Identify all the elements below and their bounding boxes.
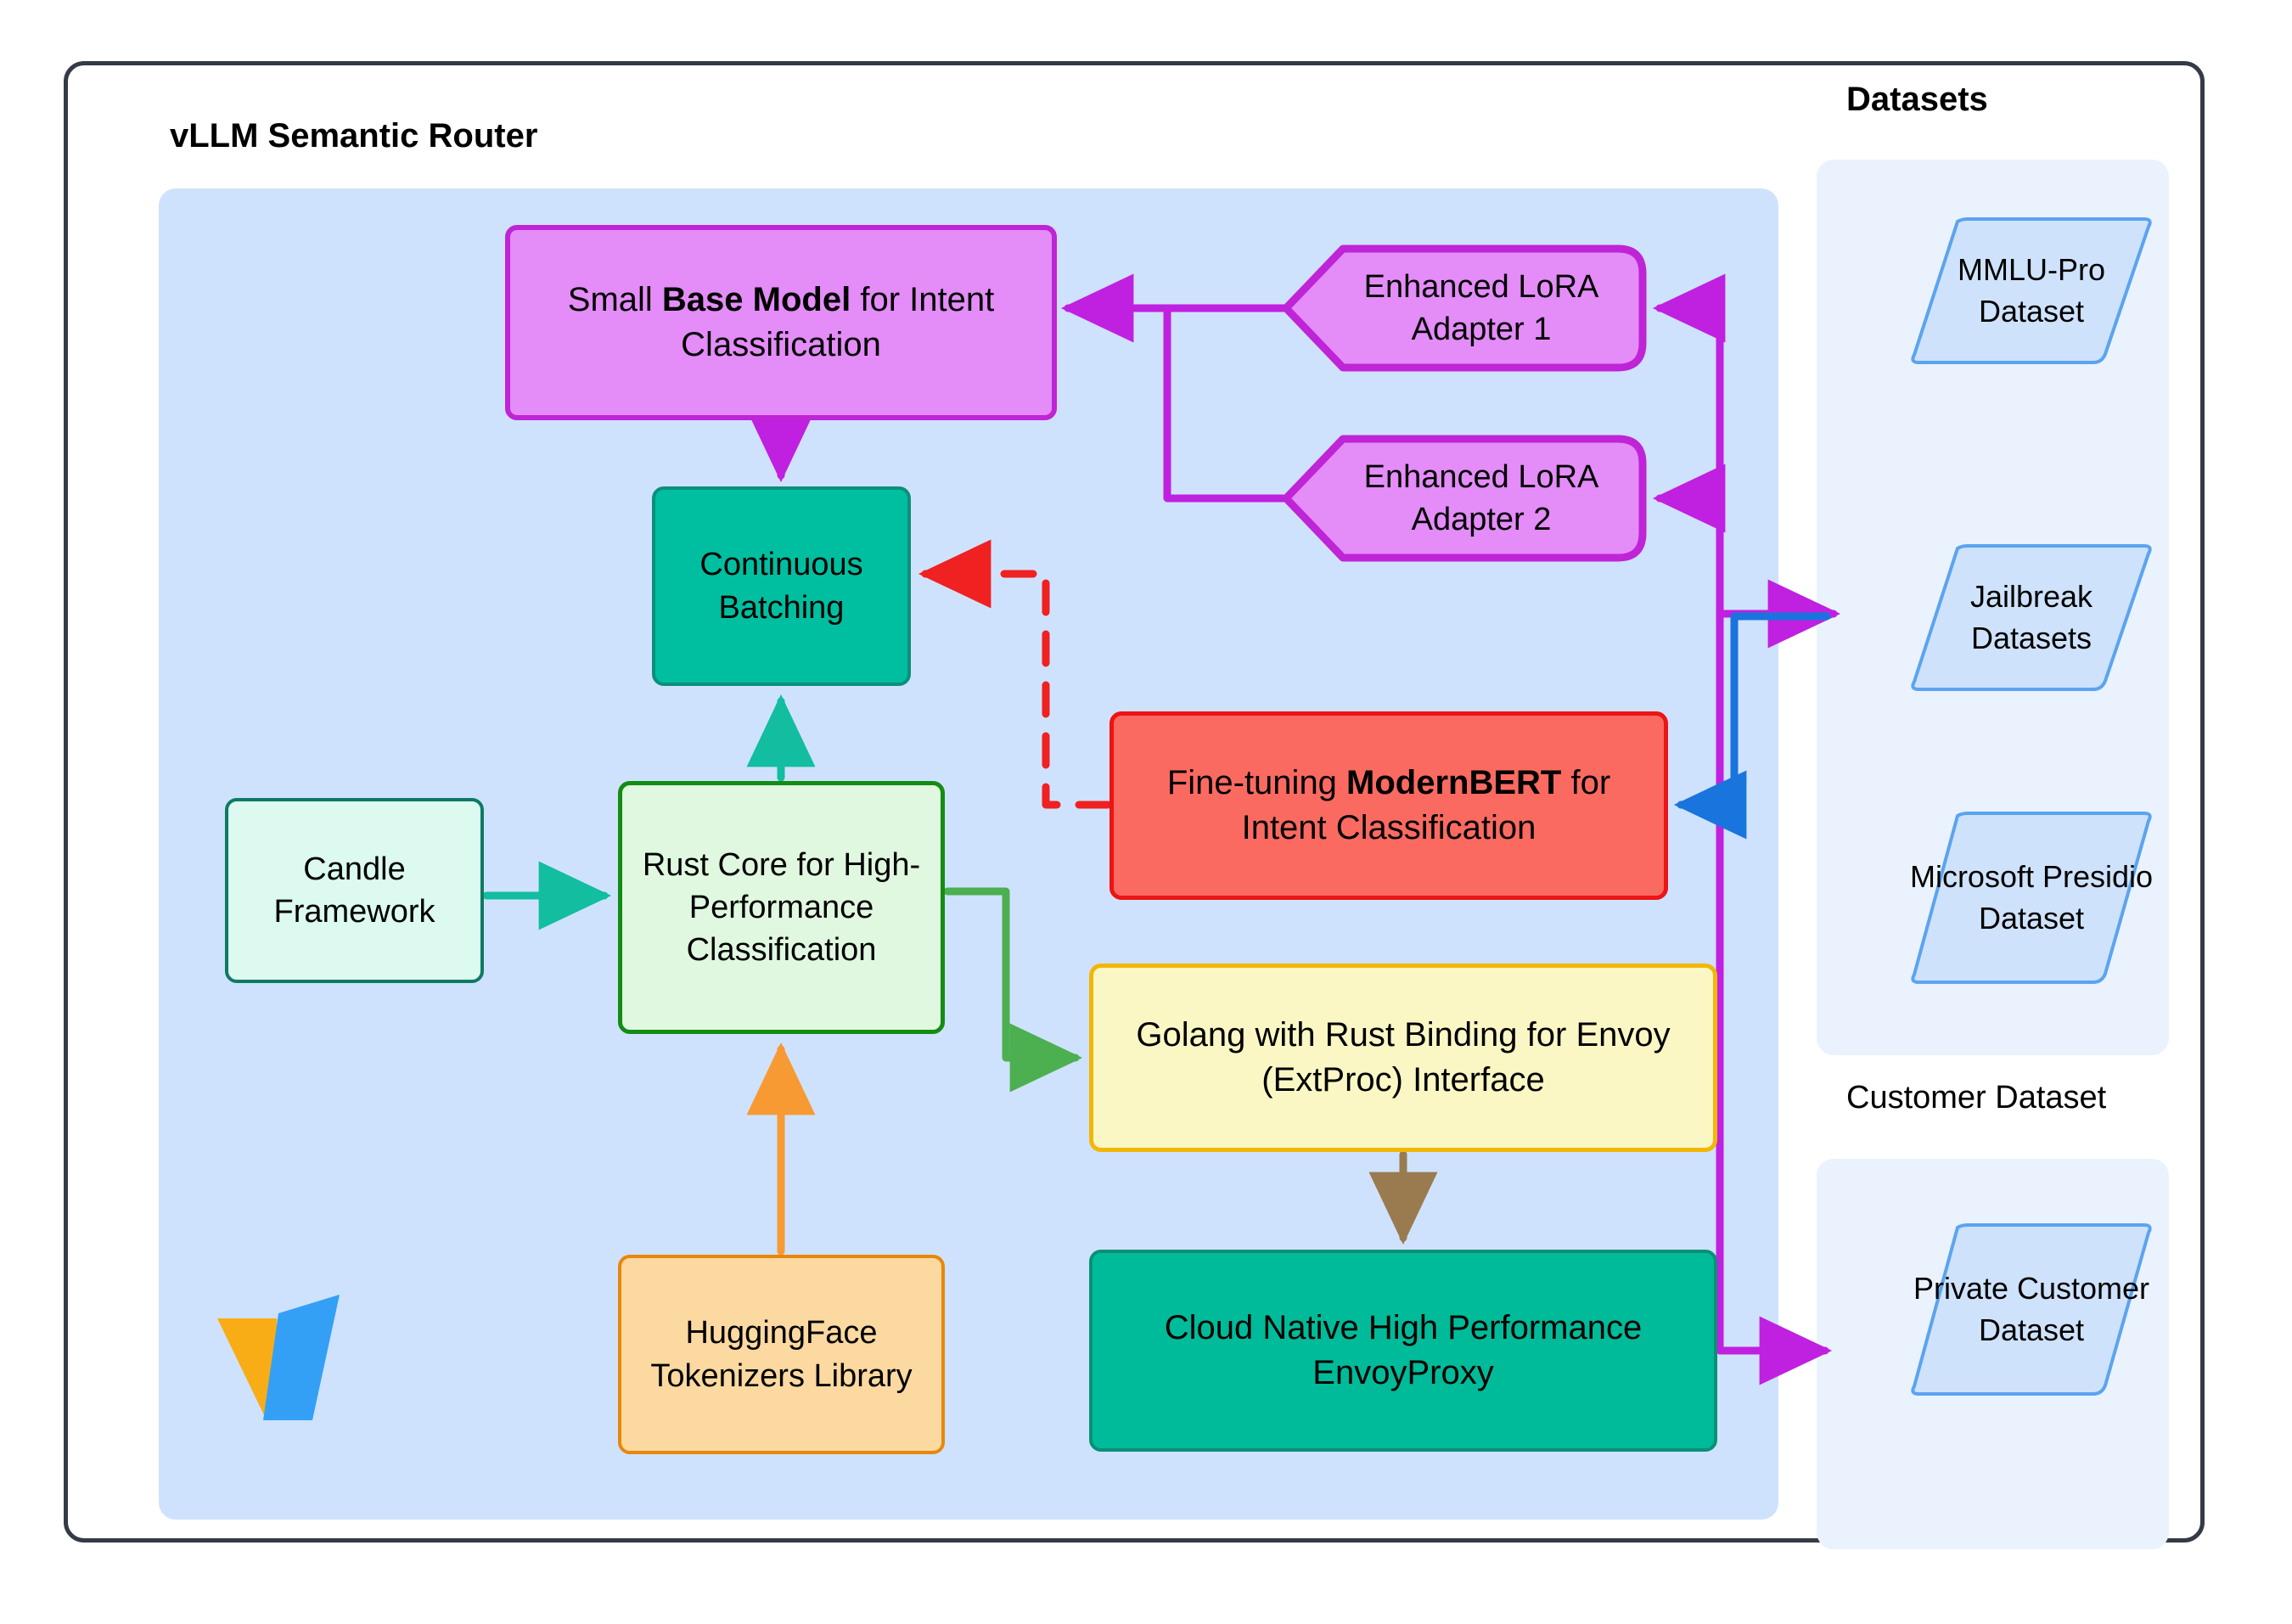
node-lora-adapter-1[interactable]: Enhanced LoRA Adapter 1 <box>1282 244 1647 372</box>
node-mmlu-pro-dataset-label: MMLU-Pro Dataset <box>1957 252 2105 329</box>
node-base-model[interactable]: Small Base Model for Intent Classificati… <box>505 225 1057 420</box>
node-lora-adapter-1-label: Enhanced LoRA Adapter 1 <box>1363 268 1599 347</box>
node-rust-core-label: Rust Core for High-Performance Classific… <box>642 846 921 969</box>
subgraph-title-router: vLLM Semantic Router <box>170 117 538 155</box>
node-base-model-label: Small Base Model for Intent Classificati… <box>567 281 995 363</box>
node-huggingface-tokenizers[interactable]: HuggingFace Tokenizers Library <box>618 1255 945 1454</box>
parallelogram-shape-icon <box>1911 544 2152 691</box>
node-golang-envoy-extproc-label: Golang with Rust Binding for Envoy (ExtP… <box>1136 1016 1671 1099</box>
node-candle-framework-label: Candle Framework <box>273 851 435 930</box>
hexagon-shape-icon <box>1282 244 1647 372</box>
node-continuous-batching[interactable]: Continuous Batching <box>652 486 911 686</box>
node-mmlu-pro-dataset[interactable]: MMLU-Pro Dataset <box>1908 216 2154 365</box>
node-jailbreak-datasets-label: Jailbreak Datasets <box>1969 579 2093 655</box>
parallelogram-shape-icon <box>1911 812 2152 984</box>
node-lora-adapter-2-label: Enhanced LoRA Adapter 2 <box>1363 458 1599 537</box>
parallelogram-shape-icon <box>1911 217 2152 364</box>
node-modernbert-finetuning[interactable]: Fine-tuning ModernBERT for Intent Classi… <box>1109 711 1668 900</box>
parallelogram-shape-icon <box>1911 1223 2152 1396</box>
node-continuous-batching-label: Continuous Batching <box>699 547 863 626</box>
node-lora-adapter-2[interactable]: Enhanced LoRA Adapter 2 <box>1282 435 1647 562</box>
subgraph-title-datasets: Datasets <box>1846 81 1988 118</box>
node-modernbert-finetuning-label: Fine-tuning ModernBERT for Intent Classi… <box>1166 764 1611 846</box>
node-microsoft-presidio-dataset-label: Microsoft Presidio Dataset <box>1909 859 2154 936</box>
node-private-customer-dataset[interactable]: Private Customer Dataset <box>1908 1222 2154 1396</box>
vllm-logo-icon <box>217 1295 340 1420</box>
node-private-customer-dataset-label: Private Customer Dataset <box>1913 1271 2150 1347</box>
node-microsoft-presidio-dataset[interactable]: Microsoft Presidio Dataset <box>1908 811 2154 985</box>
node-golang-envoy-extproc[interactable]: Golang with Rust Binding for Envoy (ExtP… <box>1089 964 1717 1152</box>
hexagon-shape-icon <box>1282 435 1647 562</box>
node-candle-framework[interactable]: Candle Framework <box>225 798 484 983</box>
node-envoyproxy-label: Cloud Native High Performance EnvoyProxy <box>1164 1309 1643 1391</box>
subgraph-title-customer-dataset: Customer Dataset <box>1846 1080 2107 1115</box>
node-rust-core[interactable]: Rust Core for High-Performance Classific… <box>618 781 945 1034</box>
node-jailbreak-datasets[interactable]: Jailbreak Datasets <box>1908 543 2154 692</box>
node-huggingface-tokenizers-label: HuggingFace Tokenizers Library <box>650 1315 913 1394</box>
node-envoyproxy[interactable]: Cloud Native High Performance EnvoyProxy <box>1089 1250 1717 1452</box>
